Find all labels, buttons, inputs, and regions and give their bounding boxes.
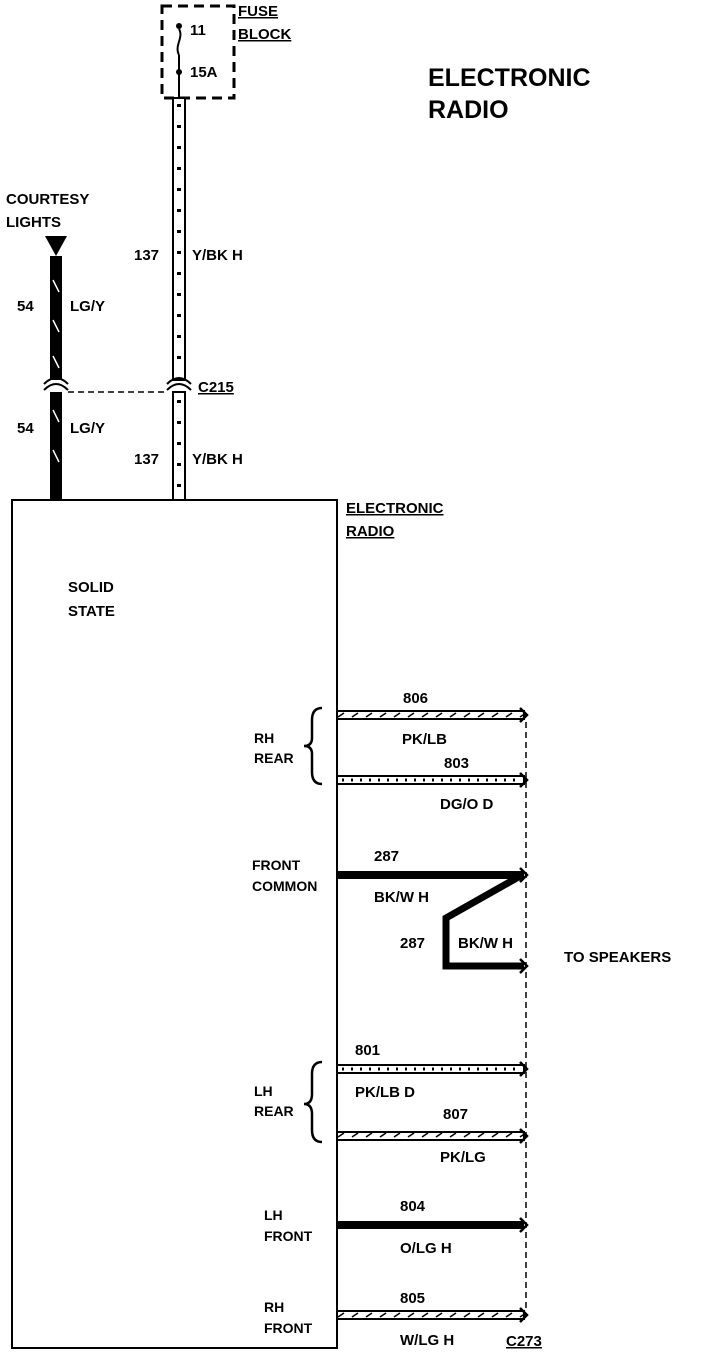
solid-state-line1: SOLID [68, 579, 114, 596]
wire-801 [336, 1064, 525, 1074]
wire-805 [336, 1310, 525, 1320]
channel-label: REAR [254, 750, 294, 766]
wire-label-number: 54 [17, 298, 34, 315]
wire-803 [336, 775, 525, 785]
wire-label-number: 137 [134, 247, 159, 264]
wire-807 [336, 1131, 525, 1141]
channel-label: COMMON [252, 878, 317, 894]
wire-label-color: Y/BK H [192, 451, 243, 468]
c273-connector [519, 707, 529, 1323]
wire-label-number: 807 [443, 1106, 468, 1123]
radio-label-line1: ELECTRONIC [346, 500, 444, 517]
radio-label-line2: RADIO [346, 523, 395, 540]
title-line1: ELECTRONIC [428, 64, 591, 92]
fuse-label-line2: BLOCK [238, 26, 291, 43]
to-speakers-label: TO SPEAKERS [564, 949, 671, 966]
solid-state-line2: STATE [68, 603, 115, 620]
wire-label-number: 801 [355, 1042, 380, 1059]
wire-label-color: PK/LB [402, 731, 447, 748]
courtesy-line2: LIGHTS [6, 214, 61, 231]
wire-label-color: O/LG H [400, 1240, 452, 1257]
wire-label-color: LG/Y [70, 298, 105, 315]
radio-box [11, 499, 338, 1349]
channel-label: REAR [254, 1103, 294, 1119]
c215-connector [43, 377, 192, 393]
wire-label-color: BK/W H [374, 889, 429, 906]
wire-label-number: 287 [400, 935, 425, 952]
fuse-label-line1: FUSE [238, 3, 278, 20]
c215-label: C215 [198, 379, 234, 396]
courtesy-line1: COURTESY [6, 191, 89, 208]
wire-806 [336, 710, 525, 720]
wire-804 [337, 1221, 524, 1229]
wire-label-number: 54 [17, 420, 34, 437]
wire-label-number: 287 [374, 848, 399, 865]
c273-label: C273 [506, 1333, 542, 1350]
channel-label: LH [254, 1083, 273, 1099]
wire-label-color: Y/BK H [192, 247, 243, 264]
channel-label: FRONT [264, 1320, 313, 1336]
title-line2: RADIO [428, 96, 509, 124]
wire-label-color: BK/W H [458, 935, 513, 952]
channel-label: RH [264, 1299, 284, 1315]
wire-137-lower [172, 391, 186, 501]
wire-287-common [337, 871, 524, 879]
courtesy-arrow-icon [45, 236, 67, 256]
wire-137-upper [172, 97, 186, 381]
fuse-number: 11 [190, 22, 206, 39]
wire-label-color: PK/LG [440, 1149, 486, 1166]
fuse-block-box [160, 4, 236, 100]
wire-54-lower [50, 392, 62, 500]
wire-label-color: W/LG H [400, 1332, 454, 1349]
wire-label-color: LG/Y [70, 420, 105, 437]
wire-label-number: 803 [444, 755, 469, 772]
channel-label: RH [254, 730, 274, 746]
lh-rear-bracket [303, 1060, 323, 1144]
wire-label-number: 137 [134, 451, 159, 468]
channel-label: FRONT [264, 1228, 313, 1244]
fuse-rating: 15A [190, 64, 218, 81]
wire-label-number: 805 [400, 1290, 425, 1307]
wire-label-number: 804 [400, 1198, 426, 1215]
fuse-icon [176, 23, 182, 98]
wire-label-number: 806 [403, 690, 428, 707]
wire-label-color: DG/O D [440, 796, 494, 813]
channel-label: FRONT [252, 857, 301, 873]
channel-label: LH [264, 1207, 283, 1223]
rh-rear-bracket [303, 706, 323, 786]
wire-287-jumper [442, 871, 524, 970]
wire-54-upper [50, 256, 62, 380]
wire-label-color: PK/LB D [355, 1084, 415, 1101]
